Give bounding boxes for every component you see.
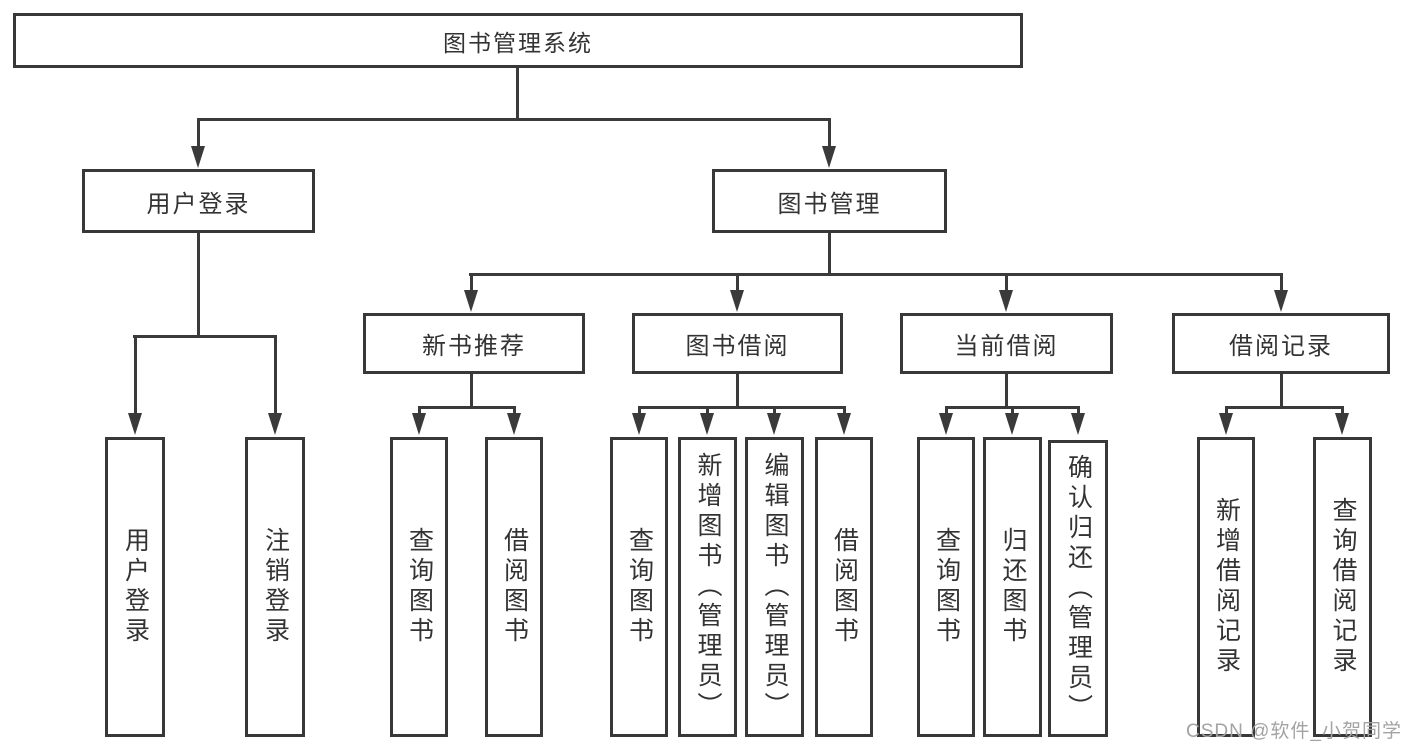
node-current-borrowing: 当前借阅 (900, 313, 1113, 374)
node-label: 图书借阅 (685, 333, 790, 360)
csdn-watermark: CSDN @软件_小贺同学 (1186, 721, 1402, 742)
leaf-query-borrow-record: 查询借阅记录 (1313, 437, 1372, 737)
arrowhead-down-icon (822, 146, 836, 168)
node-book-management: 图书管理 (712, 169, 947, 233)
leaf-label: 注销登录 (261, 527, 290, 647)
connector-line (1341, 406, 1344, 416)
connector-line (197, 233, 200, 337)
connector-line (706, 406, 709, 416)
node-label: 用户登录 (146, 190, 251, 218)
leaf-label: 查询图书 (625, 527, 654, 647)
connector-line (1225, 406, 1228, 416)
leaf-query-books-recommend: 查询图书 (390, 437, 448, 737)
node-new-book-recommendation: 新书推荐 (363, 313, 585, 374)
connector-line (1005, 273, 1008, 293)
connector-line (197, 118, 831, 121)
connector-line (736, 374, 739, 409)
connector-line (470, 273, 473, 293)
connector-line (828, 118, 831, 148)
arrowhead-down-icon (464, 290, 478, 312)
connector-line (1077, 406, 1080, 416)
leaf-label: 用户登录 (121, 527, 150, 647)
connector-line (133, 335, 277, 338)
node-label: 当前借阅 (954, 333, 1059, 360)
leaf-edit-books-admin: 编辑图书（管理员） (745, 437, 804, 737)
arrowhead-down-icon (999, 290, 1013, 312)
leaf-query-books-current: 查询图书 (917, 437, 975, 737)
node-label: 图书管理系统 (443, 29, 593, 56)
leaf-label: 归还图书 (999, 527, 1027, 647)
leaf-borrow-books: 借阅图书 (815, 437, 873, 737)
leaf-confirm-return-admin: 确认归还（管理员） (1048, 440, 1108, 737)
node-label: 借阅记录 (1229, 333, 1333, 360)
arrowhead-down-icon (837, 413, 851, 435)
leaf-label: 查询图书 (932, 527, 961, 647)
connector-line (134, 335, 137, 415)
leaf-add-borrow-record: 新增借阅记录 (1197, 437, 1255, 737)
leaf-label: 查询借阅记录 (1329, 497, 1357, 677)
connector-line (638, 406, 845, 409)
node-library-management-system: 图书管理系统 (13, 13, 1023, 68)
node-user-login: 用户登录 (82, 169, 315, 233)
connector-line (274, 335, 277, 415)
arrowhead-down-icon (700, 413, 714, 435)
arrowhead-down-icon (507, 413, 521, 435)
connector-line (1280, 374, 1283, 409)
leaf-return-books: 归还图书 (983, 437, 1042, 737)
arrowhead-down-icon (1335, 413, 1349, 435)
arrowhead-down-icon (730, 290, 744, 312)
leaf-label: 确认归还（管理员） (1064, 453, 1093, 724)
connector-line (513, 406, 516, 416)
connector-line (828, 233, 831, 275)
node-label: 图书管理 (777, 190, 882, 218)
leaf-label: 查询图书 (405, 527, 434, 647)
arrowhead-down-icon (1219, 413, 1233, 435)
connector-line (469, 273, 1282, 276)
arrowhead-down-icon (191, 146, 205, 168)
connector-line (418, 406, 515, 409)
leaf-label: 借阅图书 (500, 527, 529, 647)
connector-line (470, 374, 473, 409)
leaf-label: 编辑图书（管理员） (761, 452, 789, 722)
connector-line (773, 406, 776, 416)
node-borrowing-records: 借阅记录 (1172, 313, 1390, 374)
connector-line (1011, 406, 1014, 416)
arrowhead-down-icon (939, 413, 953, 435)
leaf-logout: 注销登录 (245, 437, 305, 737)
leaf-label: 新增借阅记录 (1212, 497, 1241, 677)
connector-line (945, 406, 948, 416)
connector-line (843, 406, 846, 416)
connector-line (418, 406, 421, 416)
arrowhead-down-icon (1071, 413, 1085, 435)
leaf-add-books-admin: 新增图书（管理员） (678, 437, 737, 737)
arrowhead-down-icon (1005, 413, 1019, 435)
arrowhead-down-icon (1274, 290, 1288, 312)
connector-line (197, 118, 200, 148)
connector-line (1225, 406, 1344, 409)
arrowhead-down-icon (268, 413, 282, 435)
connector-line (516, 68, 519, 120)
connector-line (736, 273, 739, 293)
connector-line (1280, 273, 1283, 293)
leaf-query-books-borrowing: 查询图书 (610, 437, 668, 737)
leaf-label: 新增图书（管理员） (694, 452, 722, 722)
node-book-borrowing: 图书借阅 (632, 313, 843, 374)
connector-line (1005, 374, 1008, 409)
leaf-label: 借阅图书 (830, 527, 859, 647)
leaf-borrow-books-recommend: 借阅图书 (485, 437, 543, 737)
arrowhead-down-icon (632, 413, 646, 435)
arrowhead-down-icon (412, 413, 426, 435)
connector-line (638, 406, 641, 416)
arrowhead-down-icon (128, 413, 142, 435)
arrowhead-down-icon (767, 413, 781, 435)
leaf-user-login: 用户登录 (105, 437, 165, 737)
node-label: 新书推荐 (422, 333, 526, 360)
